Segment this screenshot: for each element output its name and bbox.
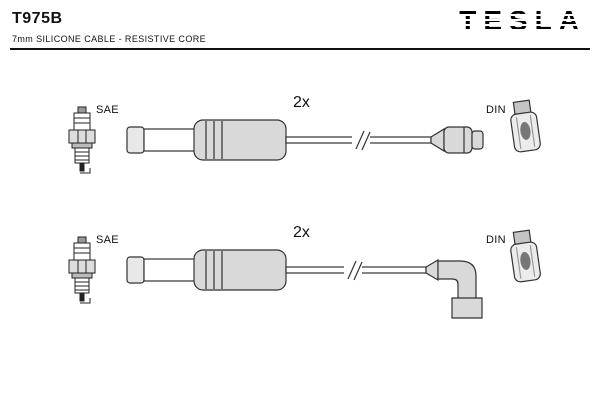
- cable-boot: [193, 249, 287, 291]
- spark-plug-icon: [68, 236, 96, 304]
- cable-break-icon: [352, 130, 371, 151]
- header-divider: [10, 48, 590, 50]
- coil-end-tube: [143, 258, 197, 282]
- cable-left-cap: [126, 256, 145, 284]
- quantity-label-row2: 2x: [293, 224, 310, 241]
- spark-plug-icon: [68, 106, 96, 174]
- cable-left-cap: [126, 126, 145, 154]
- cable-kit-row-2: [68, 229, 541, 319]
- din-label-row1: DIN: [486, 104, 506, 116]
- product-subtitle: 7mm SILICONE CABLE - RESISTIVE CORE: [12, 34, 207, 44]
- cable-break-icon: [344, 260, 363, 281]
- angled-connector: [425, 258, 483, 319]
- straight-connector: [430, 126, 484, 154]
- cable-assembly: [126, 119, 484, 161]
- sae-label-row2: SAE: [96, 234, 119, 246]
- din-connector-icon: [510, 99, 541, 153]
- cable-kit-row-1: [68, 99, 541, 174]
- din-label-row2: DIN: [486, 234, 506, 246]
- sae-label-row1: SAE: [96, 104, 119, 116]
- coil-end-tube: [143, 128, 197, 152]
- part-number: T975B: [12, 10, 63, 27]
- din-connector-icon: [510, 229, 541, 283]
- cable-boot: [193, 119, 287, 161]
- quantity-label-row1: 2x: [293, 94, 310, 111]
- cable-assembly: [126, 249, 483, 319]
